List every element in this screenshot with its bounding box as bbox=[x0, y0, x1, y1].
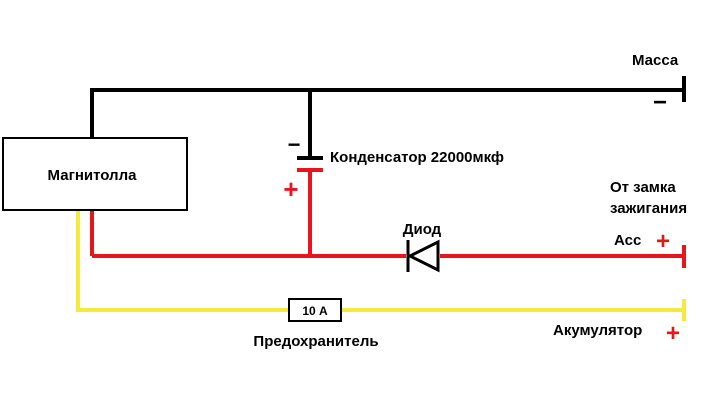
battery-wire bbox=[76, 210, 686, 321]
fuse-symbol: 10 А bbox=[288, 298, 342, 322]
acc-label: Асс bbox=[614, 232, 641, 249]
battery-label: Акумулятор bbox=[553, 322, 642, 339]
battery-plus-sign: + bbox=[666, 320, 680, 347]
ignition-label-line2: зажигания bbox=[610, 200, 687, 217]
head-unit-label: Магнитолла bbox=[48, 167, 138, 184]
head-unit-box bbox=[2, 137, 188, 211]
capacitor-label: Конденсатор 22000мкф bbox=[330, 149, 504, 166]
ground-label: Масса bbox=[632, 52, 679, 69]
capacitor-minus-sign: − bbox=[288, 132, 301, 157]
capacitor-plus-sign: + bbox=[283, 174, 298, 204]
diode-label: Диод bbox=[403, 221, 442, 238]
capacitor-symbol bbox=[297, 156, 323, 172]
fuse-box bbox=[288, 298, 342, 322]
ignition-label-line1: От замка bbox=[610, 179, 676, 196]
diode-triangle bbox=[406, 239, 440, 273]
head-unit: Магнитолла bbox=[2, 137, 188, 211]
ground-wire bbox=[90, 76, 686, 157]
ground-minus-sign: − bbox=[653, 89, 667, 116]
diode-symbol bbox=[406, 239, 440, 273]
fuse-label: Предохранитель bbox=[253, 333, 378, 350]
fuse-rating-label: 10 А bbox=[302, 304, 328, 318]
acc-wire bbox=[90, 170, 686, 268]
acc-plus-sign: + bbox=[656, 228, 670, 255]
